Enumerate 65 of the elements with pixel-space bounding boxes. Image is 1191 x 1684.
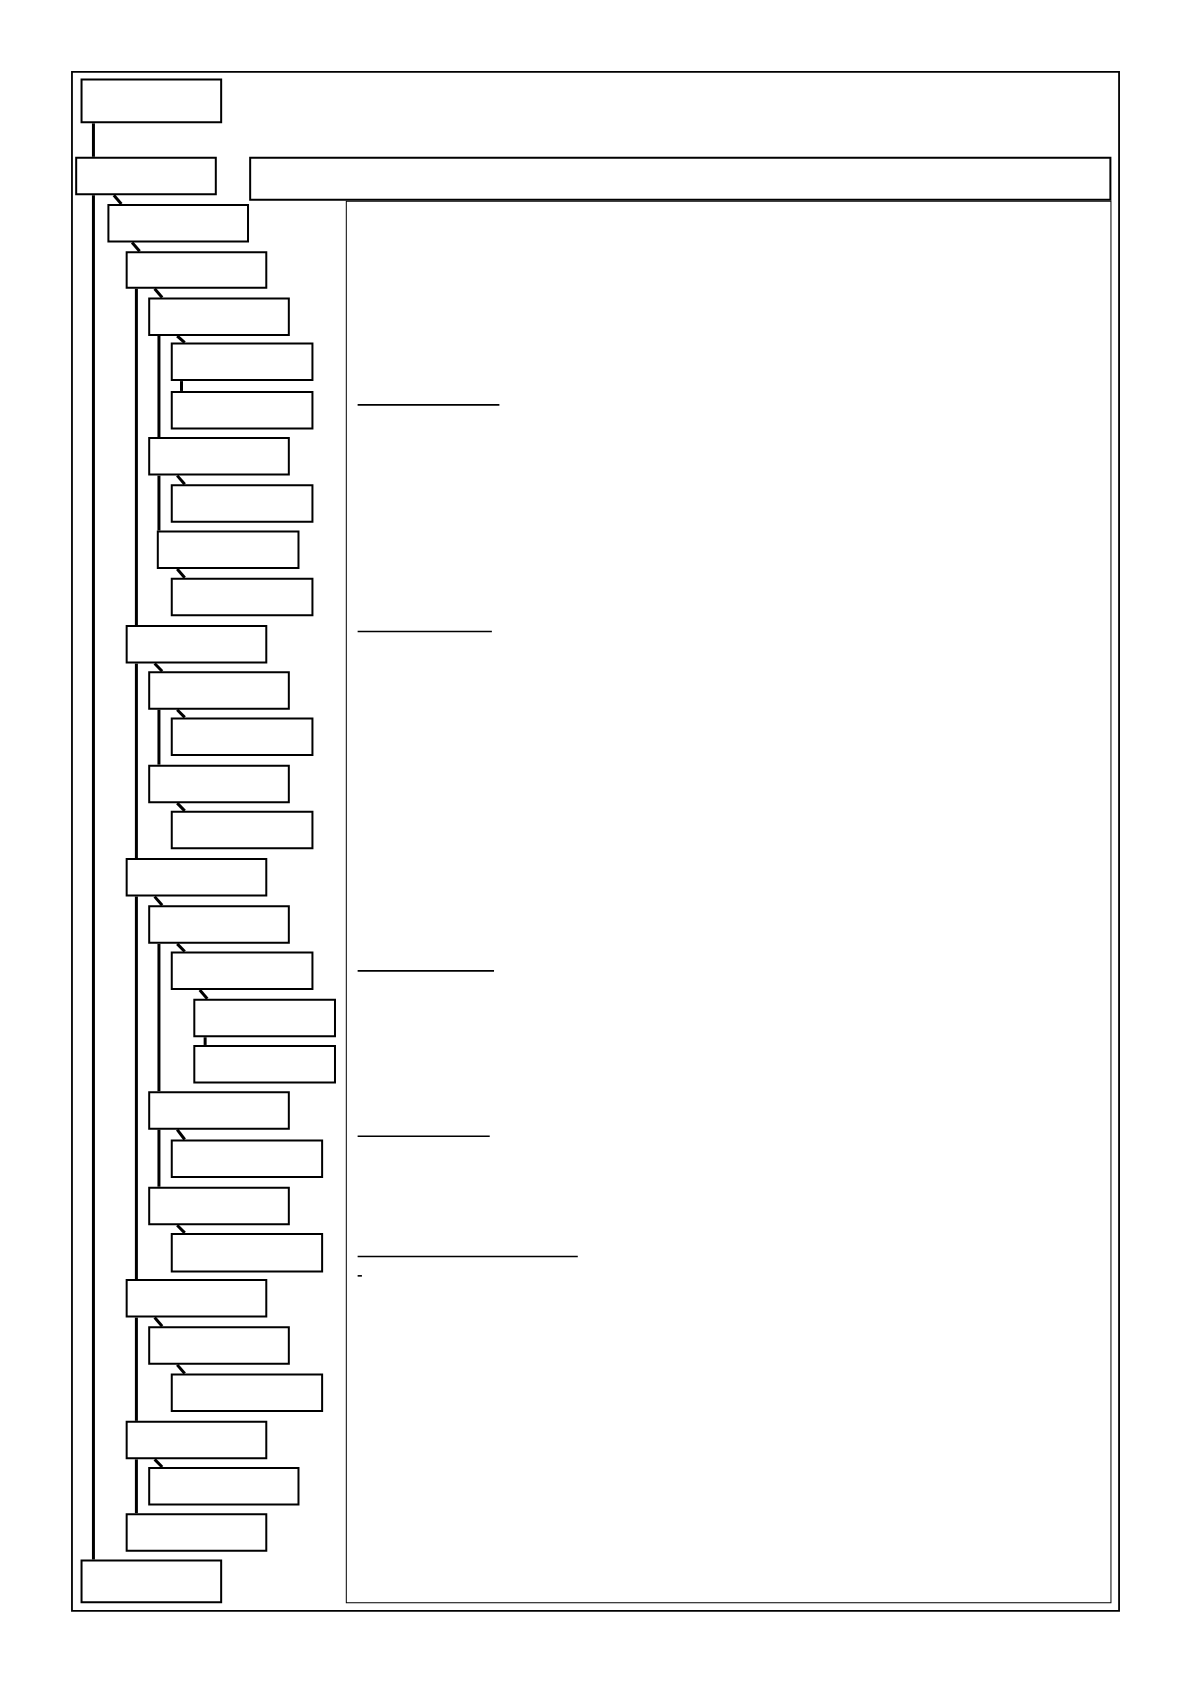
empty-box	[125, 858, 268, 897]
empty-box	[148, 1091, 290, 1130]
connector-line	[176, 708, 186, 719]
content-panel	[345, 200, 1112, 1604]
empty-box	[125, 251, 268, 289]
connector-line	[91, 195, 95, 1560]
connector-line	[153, 895, 164, 907]
empty-box	[170, 484, 314, 523]
connector-line	[153, 1316, 164, 1328]
connector-line	[134, 1317, 138, 1421]
empty-box	[125, 1513, 268, 1552]
connector-line	[203, 1037, 207, 1045]
connector-line	[176, 568, 186, 579]
connector-line	[134, 288, 138, 626]
empty-box	[148, 1467, 300, 1506]
connector-line	[176, 1224, 186, 1234]
empty-box	[170, 810, 314, 850]
connector-line	[176, 334, 186, 344]
empty-box	[170, 342, 314, 382]
connector-line	[176, 474, 186, 486]
connector-line	[157, 943, 161, 1092]
empty-box	[80, 1559, 223, 1604]
empty-box	[148, 905, 290, 944]
empty-box	[148, 297, 290, 336]
connector-line	[176, 942, 186, 953]
empty-box	[148, 671, 290, 710]
connector-line	[157, 475, 161, 531]
empty-box	[170, 577, 314, 617]
connector-line	[180, 381, 183, 391]
header-bar	[249, 156, 1112, 201]
connector-line	[198, 989, 209, 1000]
connector-line	[157, 336, 161, 438]
connector-line	[130, 241, 141, 253]
empty-box	[75, 156, 217, 196]
empty-box	[170, 717, 314, 756]
connector-line	[176, 1128, 186, 1141]
connector-line	[176, 1363, 186, 1375]
empty-box	[170, 951, 314, 991]
connector-line	[91, 123, 95, 157]
connector-line	[153, 1458, 164, 1469]
empty-box	[170, 1139, 324, 1178]
empty-box	[80, 78, 223, 124]
empty-box	[193, 1044, 336, 1084]
empty-box	[148, 764, 290, 804]
connector-line	[153, 287, 164, 299]
empty-box	[107, 204, 249, 243]
empty-box	[148, 1186, 290, 1226]
empty-box	[170, 390, 314, 430]
empty-box	[148, 437, 290, 476]
empty-box	[156, 530, 300, 570]
connector-line	[134, 1459, 138, 1514]
connector-line	[134, 896, 138, 1280]
empty-box	[148, 1326, 290, 1365]
connector-line	[176, 802, 186, 812]
connector-line	[153, 662, 164, 673]
empty-box	[170, 1232, 324, 1273]
connector-line	[157, 1129, 161, 1187]
empty-box	[125, 1279, 268, 1318]
empty-box	[193, 998, 336, 1038]
connector-line	[112, 194, 123, 205]
connector-line	[134, 663, 138, 859]
empty-box	[125, 625, 268, 664]
empty-box	[125, 1420, 268, 1460]
connector-line	[157, 709, 161, 765]
empty-box	[170, 1373, 324, 1413]
